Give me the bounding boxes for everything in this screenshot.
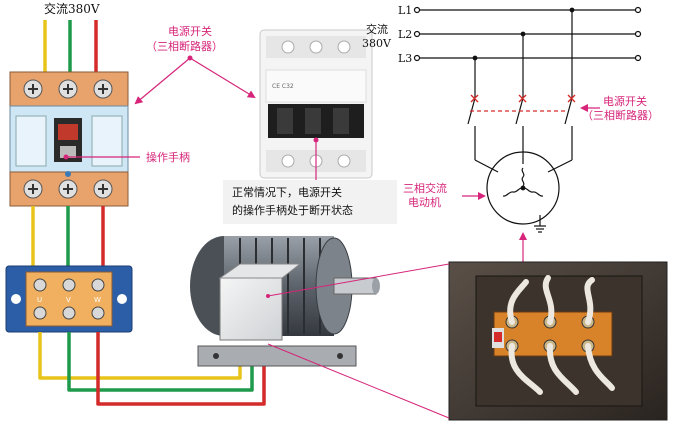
motor-label-line-1: 三相交流 [403,181,447,195]
ac-schematic-label-1: 交流 [366,22,388,36]
phase-l3-label: L3 [398,52,412,65]
power-lines [413,6,642,98]
pointer-motor-to-photo-bottom [267,343,450,419]
switch-x-marks [470,94,576,103]
switch-label-line-2: （三相断路器） [582,108,659,122]
circuit-breaker-icon [9,71,129,207]
terminal-v-label: V [66,296,71,304]
three-phase-motor-icon [190,236,380,367]
note-line-1: 正常情况下，电源开关 [232,185,342,199]
switch-label-line-1: 电源开关 [603,94,647,108]
arrow-to-breaker [134,57,191,105]
motor-symbol [474,150,573,233]
terminal-u-label: U [37,296,42,304]
handle-label: 操作手柄 [146,150,190,164]
breaker-photo: CE C32 [259,29,373,179]
breaker-label-line-2: （三相断路器） [146,39,223,53]
terminal-block-icon: U V W [5,265,133,333]
motor-label-line-2: 电动机 [408,195,441,209]
ac-supply-label: 交流380V [44,1,100,16]
terminal-to-motor-wires [38,332,266,406]
terminal-box-photo [448,261,668,421]
terminal-w-label: W [94,296,101,304]
breaker-to-terminal-wires [31,206,105,268]
phase-l2-label: L2 [398,28,412,41]
note-box [223,180,397,224]
svg-text:CE C32: CE C32 [272,83,294,90]
breaker-switch-symbol [467,97,573,160]
phase-l1-label: L1 [398,4,412,17]
ac-schematic-label-2: 380V [362,37,392,50]
input-wires [43,20,98,72]
arrow-to-breaker-photo [189,57,256,99]
breaker-label-line-1: 电源开关 [168,24,212,38]
pointer-motor-to-photo-top [267,263,450,297]
note-line-2: 的操作手柄处于断开状态 [232,203,353,217]
